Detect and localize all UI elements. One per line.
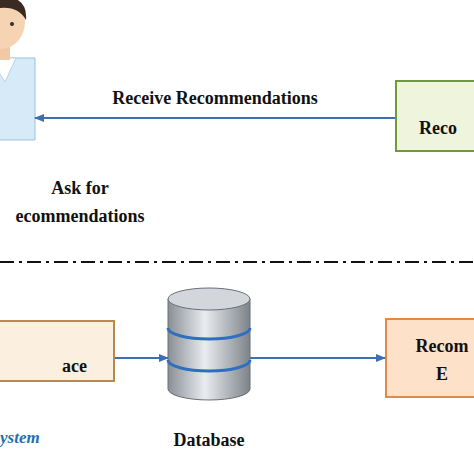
flow-arrow <box>115 357 168 359</box>
flow-arrow <box>250 357 385 359</box>
node-text: ace <box>0 352 87 380</box>
user-figure: Ask for ecommendations <box>0 0 35 230</box>
node-text: Recom E <box>410 332 474 388</box>
flow-arrow <box>35 117 395 119</box>
node-text: Database <box>129 426 289 454</box>
process-box: Recom E <box>385 318 474 398</box>
database-cylinder <box>168 288 250 400</box>
node-text: Ask for ecommendations <box>0 174 160 230</box>
process-box: Reco <box>395 80 474 152</box>
process-box: ace <box>0 320 115 382</box>
dash-dot-separator <box>0 261 474 263</box>
database-cylinder: Database <box>168 288 250 400</box>
person-illustration <box>0 0 35 230</box>
section-label: ystem <box>0 428 40 448</box>
edge-label: Receive Recommendations <box>112 88 317 109</box>
node-text: Reco <box>419 114 474 142</box>
